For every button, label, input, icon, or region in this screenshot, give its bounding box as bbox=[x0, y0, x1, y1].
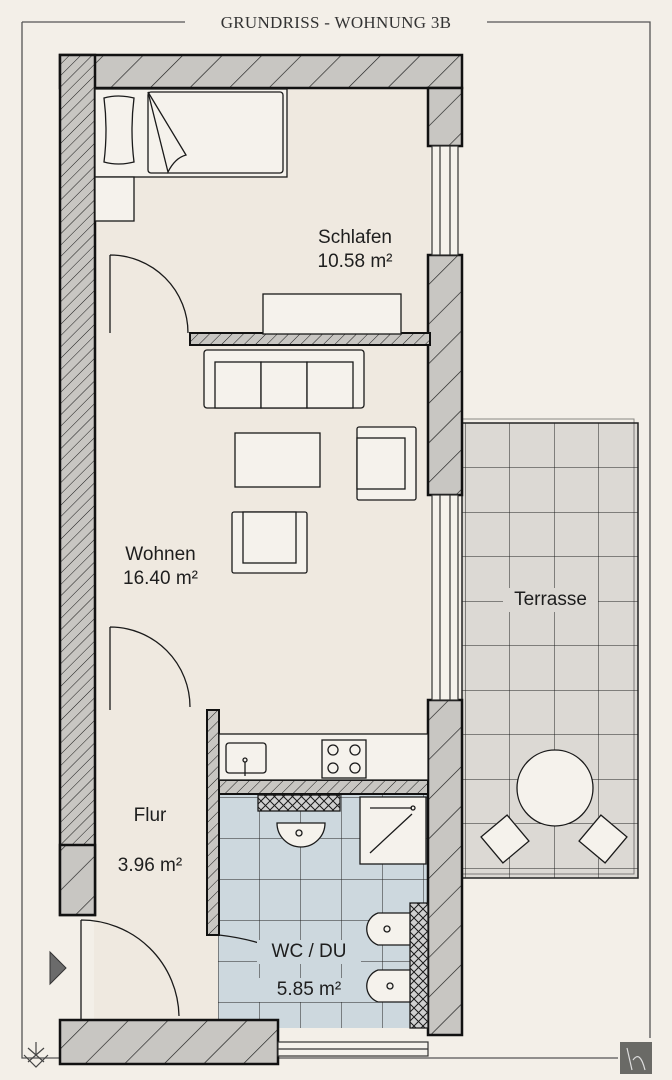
living-furniture bbox=[203, 349, 417, 574]
windows bbox=[277, 145, 459, 1057]
plan-title: GRUNDRISS - WOHNUNG 3B bbox=[0, 13, 672, 33]
kitchen bbox=[218, 733, 429, 781]
doors bbox=[80, 254, 266, 1020]
room-label-terrasse: Terrasse bbox=[503, 588, 598, 612]
bathroom-fixtures bbox=[257, 794, 429, 1029]
frame-border bbox=[21, 21, 651, 1059]
entrance-arrow-icon bbox=[49, 950, 67, 986]
walls bbox=[58, 53, 464, 1066]
compass-icon bbox=[23, 1042, 49, 1068]
bed bbox=[94, 88, 288, 222]
terrace-furniture bbox=[480, 749, 628, 864]
wardrobe bbox=[262, 293, 402, 335]
logo-icon bbox=[620, 1042, 652, 1074]
